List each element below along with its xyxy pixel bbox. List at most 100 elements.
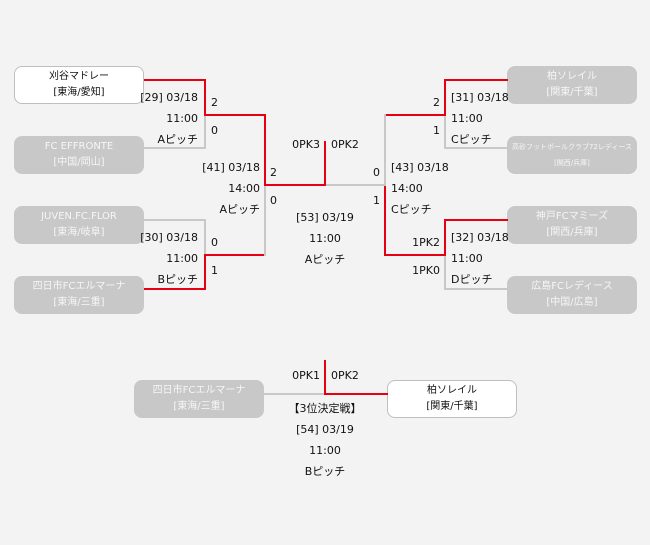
match-pitch: Aピッチ (157, 133, 198, 146)
team-box-third-left[interactable]: 四日市FCエルマーナ [東海/三重] (134, 380, 264, 418)
match-time: 11:00 (451, 252, 483, 265)
team-region: [中国/岡山] (53, 157, 105, 168)
third-score-left: 0PK1 (292, 369, 320, 382)
match-info: [54] 03/19 (296, 423, 354, 436)
bracket-line (324, 184, 386, 186)
bracket-line-winner (144, 79, 206, 81)
team-box-kariya[interactable]: 刈谷マドレー [東海/愛知] (14, 66, 144, 104)
team-region: [東海/岐阜] (53, 227, 105, 238)
bracket-line (444, 115, 446, 149)
match-info: [29] 03/18 (140, 91, 198, 104)
bracket-line (384, 114, 386, 186)
bracket-line-winner (264, 114, 266, 186)
third-winner-line (324, 360, 326, 395)
score: 1 (373, 194, 380, 207)
score: 0 (270, 194, 277, 207)
team-name: 柏ソレイル (547, 71, 597, 82)
bracket-line (144, 147, 206, 149)
match-time: 11:00 (166, 252, 198, 265)
team-box-takasago[interactable]: 高砂フットボールクラブ72レディース [関西/兵庫] (507, 136, 637, 174)
bracket-line-winner (204, 79, 206, 115)
match-info: [32] 03/18 (451, 231, 509, 244)
match-time: 11:00 (309, 444, 341, 457)
team-name: 広島FCレディース (531, 281, 613, 292)
third-place-title: 【3位決定戦】 (288, 402, 362, 415)
team-region: [関西/兵庫] (554, 159, 590, 167)
final-score-left: 0PK3 (292, 138, 320, 151)
score: 0 (373, 166, 380, 179)
team-box-kobe[interactable]: 神戸FCマミーズ [関西/兵庫] (507, 206, 637, 244)
match-pitch: Cピッチ (391, 203, 432, 216)
bracket-line (444, 255, 446, 290)
team-box-hiroshima[interactable]: 広島FCレディース [中国/広島] (507, 276, 637, 314)
team-region: [東海/三重] (173, 401, 225, 412)
score: 2 (211, 96, 218, 109)
match-pitch: Aピッチ (304, 253, 346, 266)
bracket-line-winner (444, 219, 508, 221)
final-winner-line (324, 141, 326, 186)
bracket-line-winner (444, 79, 446, 115)
final-score-right: 0PK2 (331, 138, 359, 151)
match-time: 11:00 (451, 112, 483, 125)
bracket-line (204, 219, 206, 255)
score: 2 (433, 96, 440, 109)
match-time: 14:00 (391, 182, 423, 195)
match-info: [41] 03/18 (202, 161, 260, 174)
third-score-right: 0PK2 (331, 369, 359, 382)
match-info: [53] 03/19 (296, 211, 354, 224)
bracket-line-winner (384, 114, 446, 116)
team-box-yokkaichi[interactable]: 四日市FCエルマーナ [東海/三重] (14, 276, 144, 314)
team-box-third-right[interactable]: 柏ソレイル [関東/千葉] (387, 380, 517, 418)
team-name: JUVEN.FC.FLOR (41, 211, 117, 222)
bracket-line-winner (144, 288, 206, 290)
team-box-kashiwa[interactable]: 柏ソレイル [関東/千葉] (507, 66, 637, 104)
match-time: 11:00 (166, 112, 198, 125)
team-name: 柏ソレイル (427, 385, 477, 396)
score: 2 (270, 166, 277, 179)
score: 1 (211, 264, 218, 277)
team-box-juven[interactable]: JUVEN.FC.FLOR [東海/岐阜] (14, 206, 144, 244)
match-info: [30] 03/18 (140, 231, 198, 244)
bracket-line-winner (324, 393, 388, 395)
team-name: FC EFFRONTE (44, 141, 114, 152)
team-name: 四日市FCエルマーナ (32, 281, 126, 292)
match-pitch: Bピッチ (157, 273, 198, 286)
match-pitch: Bピッチ (304, 465, 346, 478)
bracket-line (444, 147, 508, 149)
score: 0 (211, 124, 218, 137)
bracket-line (264, 186, 266, 256)
match-time: 11:00 (309, 232, 341, 245)
bracket-line (144, 219, 206, 221)
team-box-effronte[interactable]: FC EFFRONTE [中国/岡山] (14, 136, 144, 174)
team-name: 刈谷マドレー (49, 71, 109, 82)
score: 1PK0 (412, 264, 440, 277)
team-name: 神戸FCマミーズ (535, 211, 609, 222)
match-info: [43] 03/18 (391, 161, 449, 174)
bracket-line-winner (384, 186, 386, 256)
bracket-line (264, 393, 326, 395)
team-region: [関東/千葉] (546, 87, 598, 98)
bracket-line-winner (384, 254, 446, 256)
match-pitch: Aピッチ (219, 203, 260, 216)
team-region: [中国/広島] (546, 297, 598, 308)
team-name: 高砂フットボールクラブ72レディース (511, 143, 633, 151)
bracket-line-winner (204, 254, 206, 290)
match-pitch: Cピッチ (451, 133, 492, 146)
team-region: [東海/愛知] (53, 87, 105, 98)
bracket-line-winner (444, 219, 446, 255)
match-time: 14:00 (228, 182, 260, 195)
match-pitch: Dピッチ (451, 273, 493, 286)
score: 1 (433, 124, 440, 137)
team-name: 四日市FCエルマーナ (152, 385, 246, 396)
match-info: [31] 03/18 (451, 91, 509, 104)
bracket-line-winner (204, 114, 266, 116)
bracket-line (444, 288, 508, 290)
bracket-line-winner (264, 184, 326, 186)
score: 1PK2 (412, 236, 440, 249)
score: 0 (211, 236, 218, 249)
bracket-line-winner (204, 254, 266, 256)
bracket-line (204, 115, 206, 149)
bracket-line-winner (444, 79, 508, 81)
team-region: [関東/千葉] (426, 401, 478, 412)
team-region: [東海/三重] (53, 297, 105, 308)
